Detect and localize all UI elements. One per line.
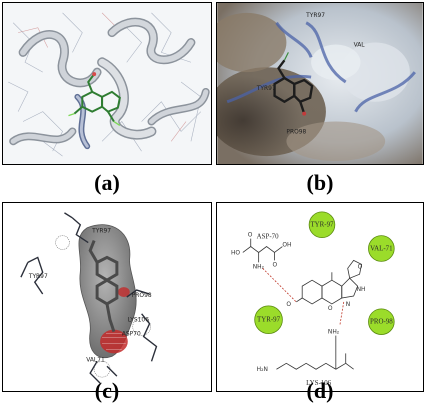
label-pro98: PRO98: [132, 292, 152, 299]
pocket-image: TYR97 TYR97 PRO98 LYS106 ASP70 VAL71: [3, 203, 211, 391]
panel-c-binding-pocket: TYR97 TYR97 PRO98 LYS106 ASP70 VAL71: [2, 202, 212, 392]
atom-n: N: [346, 301, 350, 308]
atom-nh2-b: NH₂: [328, 329, 339, 336]
asp70-structure: [242, 238, 283, 263]
hydrogen-bonds: [262, 268, 345, 326]
atom-o1: O: [248, 232, 253, 239]
residue-tyr97-top: TYR-97: [308, 211, 336, 239]
residue-tyr97-left: TYR-97: [254, 305, 283, 335]
label-pro98: PRO98: [286, 129, 306, 135]
interaction-diagram: TYR-97 VAL-71 TYR-97 PRO-98 ASP-70 HO O …: [217, 203, 423, 391]
label-tyr97-left: TYR97: [256, 86, 276, 92]
panel-a-ribbon-view: [2, 2, 212, 165]
label-val: VAL: [354, 42, 366, 48]
atom-ho: HO: [231, 249, 240, 256]
asp70-label: ASP-70: [257, 234, 279, 241]
label-tyr97-top: TYR97: [305, 13, 325, 19]
ligand-structure: [296, 259, 363, 305]
label-tyr97-left: TYR97: [28, 273, 48, 280]
atom-h2n: H₂N: [257, 366, 268, 373]
atom-o3: O: [286, 301, 291, 308]
label-asp70: ASP70: [122, 331, 141, 338]
atom-o5: O: [358, 263, 363, 270]
atom-o4: O: [328, 305, 333, 312]
atom-oh: OH: [282, 242, 291, 249]
caption-b: (b): [306, 170, 334, 195]
residue-pro98: PRO-98: [368, 308, 395, 335]
label-tyr97-top: TYR97: [91, 228, 111, 235]
svg-text:TYR-97: TYR-97: [257, 317, 281, 324]
lys106-structure: [276, 335, 354, 370]
label-lys106: LYS106: [128, 317, 149, 324]
caption-c: (c): [94, 378, 120, 403]
svg-text:TYR-97: TYR-97: [310, 222, 334, 229]
panel-d-interaction-diagram: TYR-97 VAL-71 TYR-97 PRO-98 ASP-70 HO O …: [216, 202, 424, 392]
atom-nh2-a: NH₂: [253, 263, 264, 270]
svg-text:PRO-98: PRO-98: [370, 319, 393, 326]
caption-a: (a): [94, 170, 120, 195]
label-val71: VAL71: [86, 356, 105, 363]
surface-image: TYR97 VAL TYR97 PRO98: [217, 3, 423, 164]
atom-nh: NH: [357, 286, 366, 293]
residue-val71: VAL-71: [368, 235, 395, 262]
lys106-label: LYS-106: [306, 380, 332, 387]
svg-text:VAL-71: VAL-71: [370, 245, 393, 252]
atom-o2: O: [273, 261, 278, 268]
ribbon-image: [3, 3, 211, 164]
panel-b-surface-view: TYR97 VAL TYR97 PRO98: [216, 2, 424, 165]
caption-d: (d): [306, 378, 334, 403]
